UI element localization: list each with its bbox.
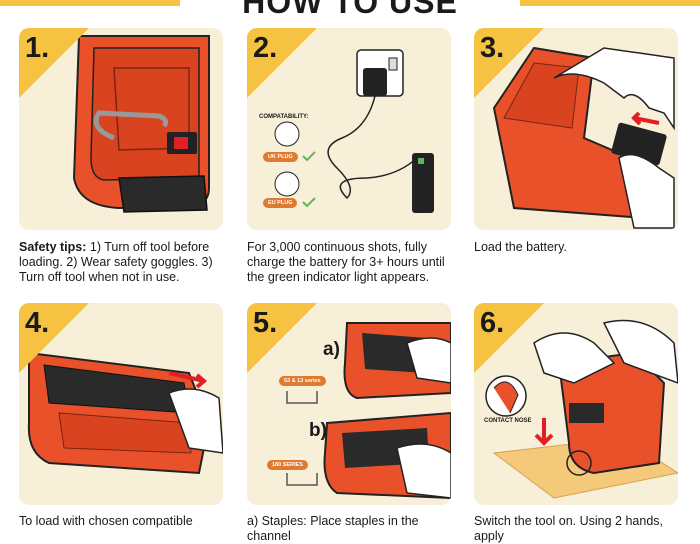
step-5-panel: 5. a) b) 53 & 13 series 180 SERIES — [247, 303, 451, 505]
number-corner — [474, 303, 544, 373]
step-number: 6. — [480, 307, 505, 339]
number-corner — [19, 303, 89, 373]
step-5-caption: a) Staples: Place staples in the channel — [247, 514, 419, 543]
step-number: 4. — [25, 307, 50, 339]
operate-tool-illustration — [485, 319, 678, 499]
step-3-panel: 3. — [474, 28, 678, 230]
tool-back-illustration — [72, 35, 210, 213]
eu-plug-tag: EU PLUG — [263, 198, 298, 208]
step-2-caption: For 3,000 continuous shots, fully charge… — [247, 240, 445, 284]
charger-illustration — [274, 49, 434, 213]
step-number: 3. — [480, 32, 505, 64]
page-title: HOW TO USE — [242, 0, 458, 20]
top-accent-bar-right — [520, 0, 700, 6]
staple-channel-illustration — [27, 351, 223, 475]
step-4-panel: 4. — [19, 303, 223, 505]
contact-nose-label: CONTACT NOSE — [484, 418, 532, 424]
number-corner — [474, 28, 544, 98]
uk-plug-tag: UK PLUG — [263, 152, 298, 162]
top-accent-bar-left — [0, 0, 180, 6]
safety-tips-label: Safety tips: — [19, 240, 87, 254]
step-number: 5. — [253, 307, 278, 339]
step-6-caption: Switch the tool on. Using 2 hands, apply — [474, 514, 664, 543]
safety-tips-text: 1) Turn off tool before loading. 2) Wear… — [19, 240, 213, 284]
number-corner — [19, 28, 89, 98]
number-corner — [247, 28, 317, 98]
step-number: 2. — [253, 32, 278, 64]
sub-label-b: b) — [309, 420, 327, 441]
step-number: 1. — [25, 32, 50, 64]
step-6-panel: 6. CONTACT NOSE — [474, 303, 678, 505]
sub-label-a: a) — [323, 339, 340, 360]
place-staples-illustration — [286, 322, 451, 500]
step-3-caption: Load the battery. — [474, 240, 567, 254]
number-corner — [247, 303, 317, 373]
compatibility-label: COMPATABILITY: — [259, 114, 309, 120]
series-b-tag: 180 SERIES — [267, 460, 308, 470]
series-a-tag: 53 & 13 series — [279, 376, 326, 386]
step-1-panel: 1. — [19, 28, 223, 230]
step-1-caption: Safety tips: 1) Turn off tool before loa… — [19, 240, 231, 285]
step-4-caption: To load with chosen compatible — [19, 514, 193, 528]
step-2-panel: 2. COMPATABILITY: UK PLUG EU PLUG — [247, 28, 451, 230]
